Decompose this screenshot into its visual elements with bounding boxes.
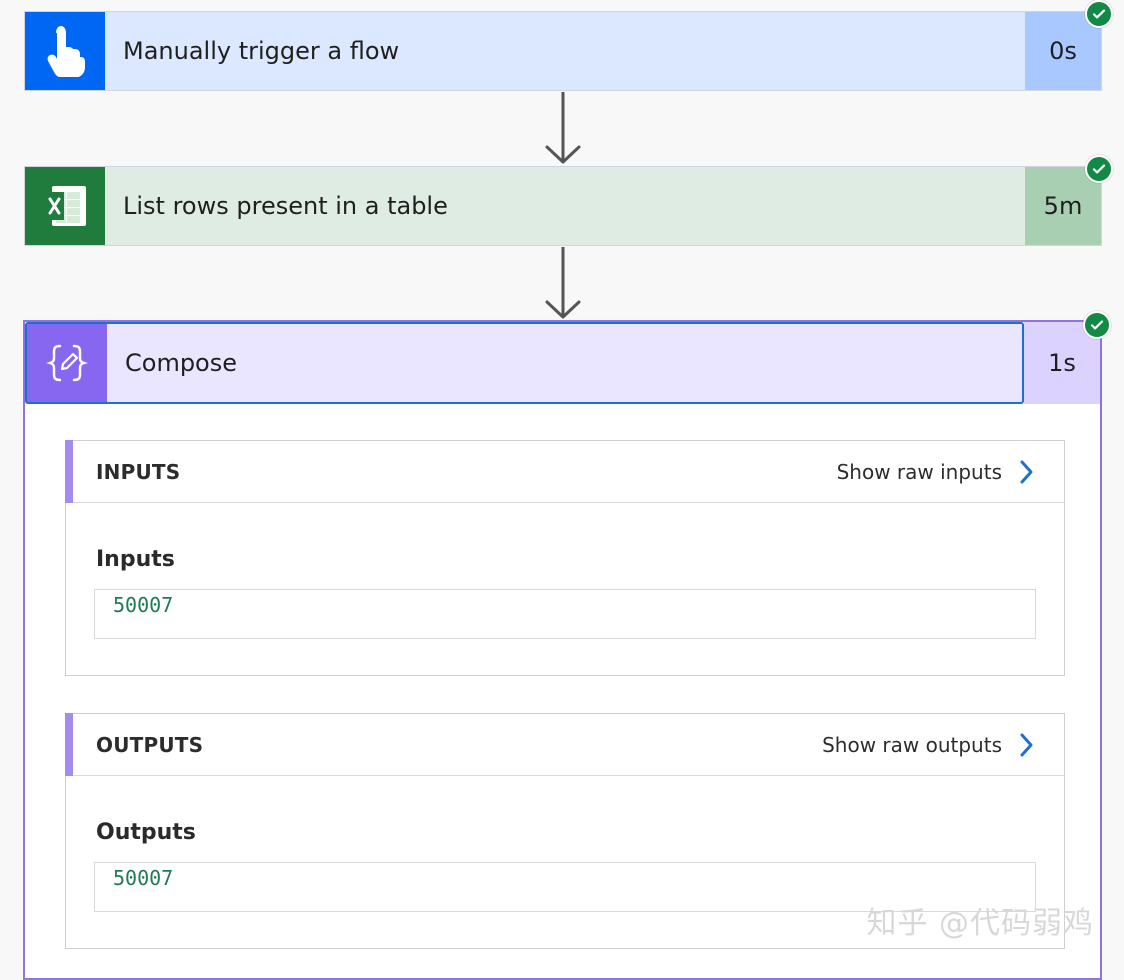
- excel-icon-container: [25, 167, 105, 245]
- outputs-value-box: 50007: [94, 862, 1036, 912]
- show-raw-outputs-label: Show raw outputs: [822, 732, 1002, 757]
- excel-title: List rows present in a table: [123, 192, 448, 220]
- outputs-field-label: Outputs: [96, 820, 196, 845]
- trigger-title: Manually trigger a flow: [123, 37, 400, 65]
- compose-title: Compose: [125, 349, 238, 377]
- trigger-step-card[interactable]: Manually trigger a flow 0s: [24, 11, 1102, 91]
- trigger-icon-container: [25, 12, 105, 90]
- show-raw-outputs-button[interactable]: Show raw outputs: [822, 732, 1036, 758]
- outputs-section: OUTPUTS Show raw outputs Outputs 50007: [65, 713, 1065, 949]
- excel-duration: 5m: [1025, 167, 1101, 245]
- trigger-duration: 0s: [1025, 12, 1101, 90]
- excel-icon: [46, 186, 86, 226]
- inputs-section-header: INPUTS Show raw inputs: [65, 440, 1064, 503]
- inputs-section-title: INPUTS: [96, 459, 181, 484]
- watermark-text: 知乎 @代码弱鸡: [866, 906, 1094, 941]
- hand-pointer-icon: [47, 26, 85, 77]
- show-raw-inputs-button[interactable]: Show raw inputs: [837, 459, 1036, 485]
- connector-arrow-1: [545, 92, 581, 164]
- compose-icon-container: [27, 324, 107, 402]
- inputs-value-box: 50007: [94, 589, 1036, 639]
- trigger-success-check-icon: [1085, 0, 1113, 28]
- outputs-section-body: Outputs 50007: [66, 776, 1064, 948]
- chevron-right-icon: [1020, 733, 1033, 756]
- compose-step-panel: Compose 1s INPUTS Show raw inputs Inputs…: [23, 320, 1102, 980]
- connector-arrow-2: [545, 247, 581, 319]
- inputs-field-label: Inputs: [96, 547, 175, 572]
- excel-success-check-icon: [1085, 155, 1113, 183]
- inputs-section: INPUTS Show raw inputs Inputs 50007: [65, 440, 1065, 676]
- compose-step-header[interactable]: Compose 1s: [25, 322, 1100, 404]
- compose-icon: [46, 344, 88, 382]
- compose-main-header[interactable]: Compose: [25, 322, 1024, 404]
- outputs-section-title: OUTPUTS: [96, 732, 204, 757]
- inputs-section-body: Inputs 50007: [66, 503, 1064, 675]
- compose-duration: 1s: [1024, 322, 1100, 404]
- outputs-section-header: OUTPUTS Show raw outputs: [65, 713, 1064, 776]
- chevron-right-icon: [1020, 460, 1033, 483]
- compose-success-check-icon: [1083, 311, 1111, 339]
- excel-step-card[interactable]: List rows present in a table 5m: [24, 166, 1102, 246]
- show-raw-inputs-label: Show raw inputs: [836, 459, 1002, 484]
